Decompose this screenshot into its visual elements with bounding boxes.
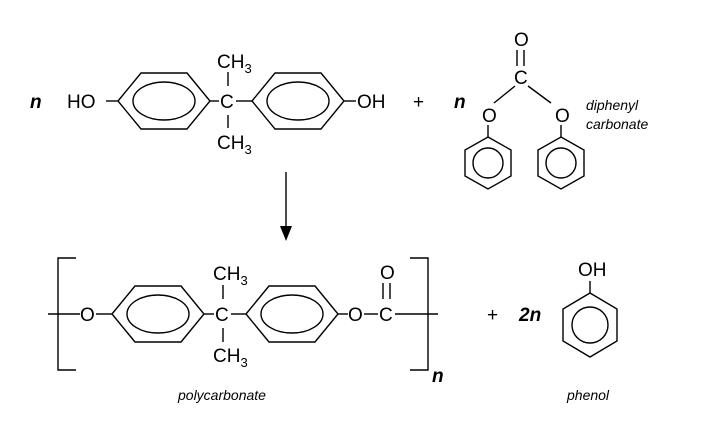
polycarbonate: n O C CH3 CH3 O C O polycarbonate: [48, 257, 444, 403]
c-o-bond-left: [493, 85, 516, 104]
ho-group-label: HO: [67, 92, 96, 113]
bisphenol-a: n HO C CH3 CH3 OH: [30, 52, 386, 157]
central-carbon-label: C: [220, 92, 234, 113]
carbonyl-carbon-label: C: [379, 305, 393, 326]
coefficient-n-bpa: n: [30, 92, 42, 113]
dpc-right-phenyl-aromatic: [545, 147, 577, 179]
plus-sign-bottom: +: [487, 305, 498, 326]
reaction-arrow: [280, 172, 292, 241]
pc-right-ring-aromatic: [260, 294, 324, 334]
ether-oxygen-label: O: [80, 305, 95, 326]
repeat-subscript-n: n: [432, 366, 444, 387]
pc-left-ring-aromatic: [126, 294, 190, 334]
pc-carbonyl-oxygen-label: O: [380, 263, 395, 284]
bpa-right-ring-aromatic: [266, 81, 330, 121]
carbonyl-oxygen-label: O: [514, 30, 529, 51]
methyl-top: CH3: [217, 52, 252, 76]
phenol-ring-aromatic: [571, 306, 609, 344]
polycarbonate-label: polycarbonate: [177, 387, 266, 403]
coefficient-2n: 2n: [518, 305, 541, 326]
phenol: OH phenol: [562, 260, 618, 403]
pc-methyl-bottom: CH3: [213, 346, 248, 370]
diphenyl-carbonate: n O C O O diphenyl carbonate: [454, 30, 648, 190]
dpc-left-phenyl-aromatic: [472, 147, 504, 179]
diphenyl-carbonate-label-line1: diphenyl: [586, 97, 639, 113]
arrow-head: [280, 226, 292, 241]
dpc-left-phenyl: [464, 136, 512, 190]
pc-methyl-top: CH3: [213, 264, 248, 288]
plus-sign-top: +: [413, 92, 424, 113]
ester-oxygen-label: O: [348, 305, 363, 326]
dpc-right-phenyl: [537, 136, 585, 190]
oh-group-label: OH: [357, 92, 386, 113]
phenol-oh-label: OH: [578, 260, 607, 281]
coefficient-n-dpc: n: [454, 92, 466, 113]
phenol-ring: [562, 292, 618, 358]
ester-oxygen-left: O: [482, 106, 497, 127]
bpa-left-ring-aromatic: [132, 81, 196, 121]
ester-oxygen-right: O: [555, 106, 570, 127]
c-o-bond-right: [527, 85, 552, 104]
phenol-label: phenol: [566, 387, 610, 403]
methyl-bottom: CH3: [217, 133, 252, 157]
pc-central-carbon-label: C: [215, 305, 229, 326]
diphenyl-carbonate-label-line2: carbonate: [586, 116, 648, 132]
carbonate-carbon-label: C: [514, 68, 528, 89]
